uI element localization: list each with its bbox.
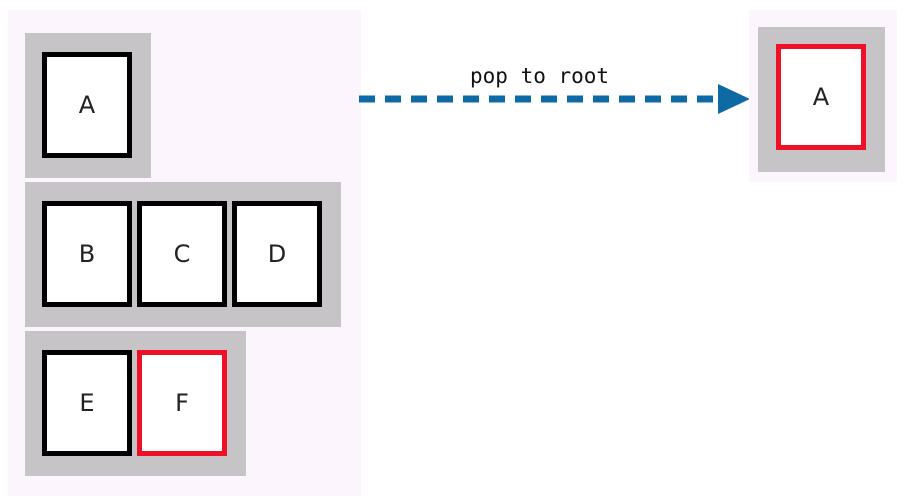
screen-box-e: E xyxy=(42,350,132,456)
after-stack-row-1: A xyxy=(758,27,885,172)
arrow-head xyxy=(718,84,750,114)
screen-box-d: D xyxy=(232,201,322,307)
arrow-label: pop to root xyxy=(470,64,610,88)
screen-box-c: C xyxy=(137,201,227,307)
screen-box-b: B xyxy=(42,201,132,307)
stack-row-1: A xyxy=(25,33,151,178)
screen-box-a-current: A xyxy=(776,44,866,150)
stack-row-3: E F xyxy=(25,331,246,476)
screen-box-f-current: F xyxy=(137,350,227,456)
stack-row-2: B C D xyxy=(25,182,341,327)
screen-box-a: A xyxy=(42,52,132,158)
